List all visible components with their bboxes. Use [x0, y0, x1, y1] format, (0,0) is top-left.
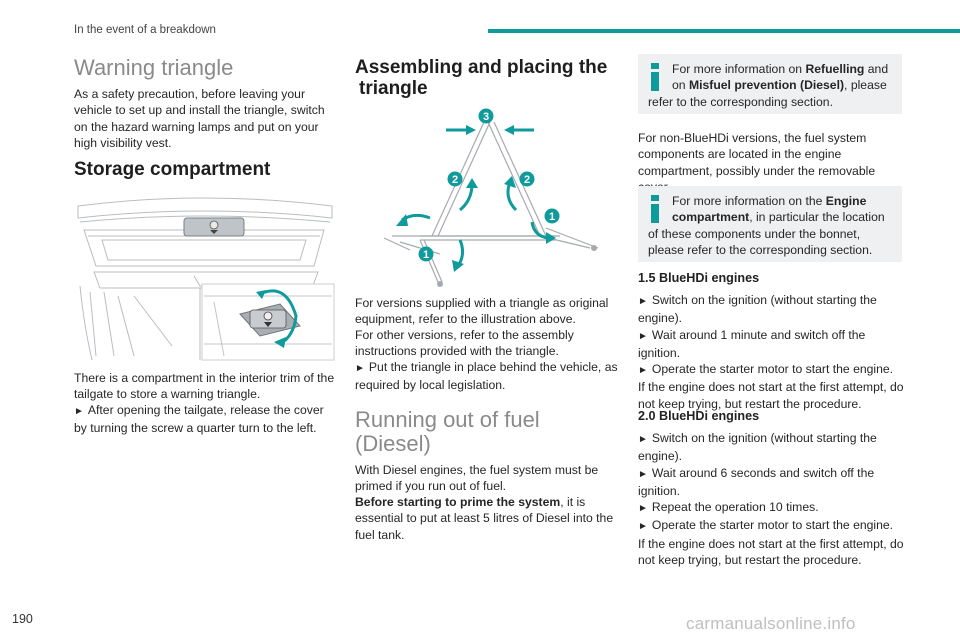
warning-triangle-text: As a safety precaution, before leaving y…	[74, 87, 325, 150]
marker-2-left: 2	[452, 174, 458, 186]
section-header-title: In the event of a breakdown	[74, 24, 216, 36]
marker-2-right: 2	[524, 174, 530, 186]
assembling-text-2: For other versions, refer to the assembl…	[355, 328, 574, 359]
bluehdi-20-steps: ►Switch on the ignition (without startin…	[638, 430, 904, 568]
assembling-step: ►Put the triangle in place behind the ve…	[355, 360, 618, 393]
bluehdi-20-step-2: ►Wait around 6 seconds and switch off th…	[638, 465, 875, 498]
info-text-refuelling: For more information on Refuelling and o…	[648, 62, 889, 109]
step-arrow-icon: ►	[638, 330, 648, 342]
step-arrow-icon: ►	[638, 434, 648, 445]
bluehdi-20-note: If the engine does not start at the firs…	[638, 536, 904, 568]
info-box-engine-compartment: For more information on the Engine compa…	[638, 186, 902, 262]
assembling-text-1: For versions supplied with a triangle as…	[355, 296, 609, 327]
bluehdi-15-step-3: ►Operate the starter motor to start the …	[638, 362, 894, 377]
triangle-assembly-illustration: 3 2 2 1 1	[383, 108, 599, 287]
fuel-text-2: Before starting to prime the system, it …	[355, 495, 614, 542]
bluehdi-15-steps: ►Switch on the ignition (without startin…	[638, 292, 904, 412]
bluehdi-20-step-1: ►Switch on the ignition (without startin…	[638, 431, 877, 464]
warning-triangle-title: Warning triangle	[74, 55, 234, 80]
info-icon	[651, 195, 659, 223]
info-box-refuelling: For more information on Refuelling and o…	[638, 54, 902, 114]
bluehdi-20-title: 2.0 BlueHDi engines	[638, 409, 760, 423]
bluehdi-20-step-4: ►Operate the starter motor to start the …	[638, 518, 894, 533]
storage-compartment-text: There is a compartment in the interior t…	[74, 371, 335, 402]
storage-compartment-title: Storage compartment	[74, 159, 271, 180]
step-arrow-icon: ►	[74, 406, 84, 417]
running-out-of-fuel-title: Running out of fuel(Diesel)	[355, 407, 540, 456]
watermark: carmanualsonline.info	[686, 614, 856, 633]
info-text-engine-compartment: For more information on the Engine compa…	[648, 194, 885, 257]
storage-compartment-illustration	[77, 197, 335, 361]
storage-compartment-step: ►After opening the tailgate, release the…	[74, 403, 324, 436]
step-arrow-icon: ►	[355, 363, 365, 374]
step-arrow-icon: ►	[638, 296, 648, 307]
bluehdi-20-step-3: ►Repeat the operation 10 times.	[638, 500, 819, 515]
step-arrow-icon: ►	[638, 468, 648, 480]
bluehdi-15-title: 1.5 BlueHDi engines	[638, 271, 760, 285]
section-header-bar	[488, 29, 960, 33]
marker-1-left: 1	[423, 249, 429, 261]
fuel-text-1: With Diesel engines, the fuel system mus…	[355, 463, 599, 494]
marker-3: 3	[483, 111, 489, 123]
bluehdi-15-step-1: ►Switch on the ignition (without startin…	[638, 293, 877, 326]
page-number: 190	[12, 612, 33, 626]
non-bluehdi-text: For non-BlueHDi versions, the fuel syste…	[638, 131, 876, 194]
step-arrow-icon: ►	[638, 365, 648, 377]
bluehdi-15-step-2: ►Wait around 1 minute and switch off the…	[638, 327, 866, 360]
step-arrow-icon: ►	[638, 503, 648, 515]
step-arrow-icon: ►	[638, 521, 648, 533]
marker-1-right: 1	[549, 211, 555, 223]
info-icon	[651, 63, 659, 91]
bluehdi-15-note: If the engine does not start at the firs…	[638, 380, 904, 411]
